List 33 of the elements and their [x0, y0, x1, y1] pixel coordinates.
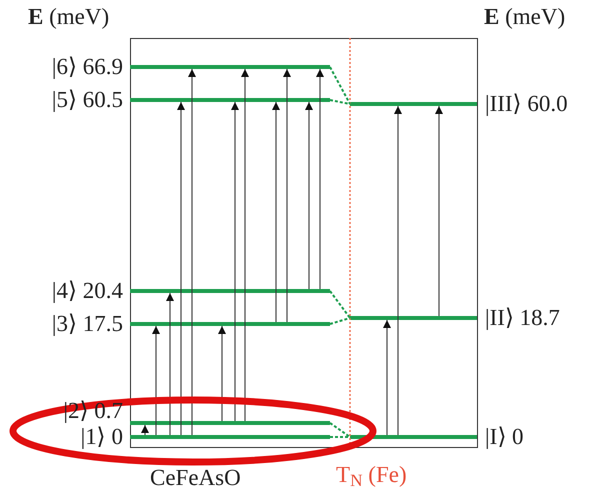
- energy-level-label: |3⟩ 17.5: [52, 311, 123, 337]
- energy-level-label: |5⟩ 60.5: [52, 87, 123, 113]
- dotted-connector: [330, 99, 350, 105]
- transition-arrow: [141, 424, 149, 436]
- transition-arrow: [394, 106, 402, 436]
- dotted-connector: [329, 290, 351, 319]
- transition-arrow: [218, 326, 226, 422]
- dotted-connector: [330, 317, 350, 325]
- energy-level-label: |6⟩ 66.9: [52, 54, 123, 80]
- energy-level-label: |I⟩ 0: [485, 424, 524, 450]
- compound-label: CeFeAsO: [150, 465, 241, 490]
- transition-arrow: [241, 68, 249, 422]
- transition-arrow: [231, 102, 239, 422]
- transition-arrow: [435, 106, 443, 316]
- transition-arrow: [272, 102, 280, 322]
- axis-title: E (meV): [484, 4, 566, 30]
- axis-title: E (meV): [28, 4, 110, 30]
- transition-arrow: [152, 326, 160, 436]
- dotted-connector: [329, 422, 351, 438]
- energy-level-label: |1⟩ 0: [80, 424, 123, 450]
- transition-arrow: [166, 292, 174, 436]
- energy-level-label: |4⟩ 20.4: [52, 278, 123, 304]
- transition-arrow: [383, 320, 391, 436]
- dotted-connector: [329, 66, 351, 104]
- dotted-connector: [330, 436, 350, 438]
- energy-level-label: |II⟩ 18.7: [485, 305, 560, 331]
- temperature-label: T$_{N}$ (Fe): [336, 462, 407, 488]
- transition-arrow: [177, 102, 185, 436]
- transition-arrow: [305, 102, 313, 290]
- transition-arrow: [316, 68, 324, 290]
- energy-level-label: |III⟩ 60.0: [485, 91, 568, 117]
- transition-arrow: [283, 68, 291, 322]
- transition-arrow: [188, 68, 196, 436]
